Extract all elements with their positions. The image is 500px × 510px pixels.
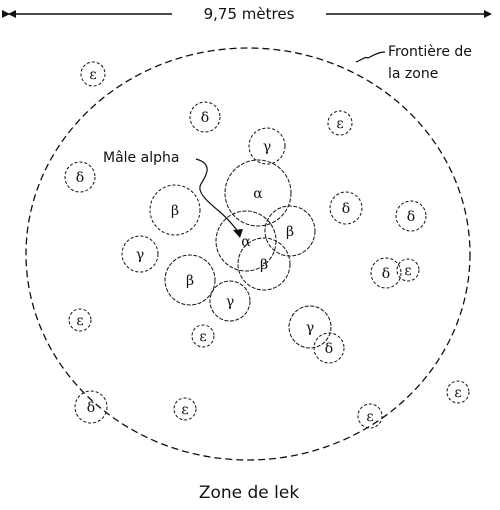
territory-delta: δ <box>74 390 108 424</box>
territory-circle <box>64 161 96 193</box>
territory-symbol: γ <box>226 294 234 310</box>
territory-symbol: β <box>186 273 194 289</box>
territory-circle <box>248 127 286 165</box>
territory-symbol: ε <box>336 116 343 132</box>
territory-delta: δ <box>395 200 427 232</box>
territory-epsilon: ε <box>80 61 106 87</box>
territory-epsilon: ε <box>191 324 215 348</box>
territory-symbol: α <box>241 234 251 250</box>
territory-beta: β <box>164 254 216 306</box>
scale-bar: 9,75 mètres <box>2 5 492 23</box>
territory-circle <box>264 205 316 257</box>
alpha-pointer-head <box>233 229 243 238</box>
territory-epsilon: ε <box>327 110 353 136</box>
territory-symbol: δ <box>382 266 390 282</box>
territory-circle <box>74 390 108 424</box>
territory-epsilon: ε <box>446 380 470 404</box>
territory-symbol: δ <box>201 110 209 126</box>
territory-delta: δ <box>370 257 402 289</box>
boundary-pointer <box>355 51 386 63</box>
territory-symbol: δ <box>407 209 415 225</box>
territory-delta: δ <box>189 101 221 133</box>
alpha-annotation: Mâle alpha <box>103 150 243 238</box>
territory-symbol: ε <box>199 329 206 345</box>
territory-beta: β <box>149 184 201 236</box>
territory-delta: δ <box>313 332 345 364</box>
boundary-label: Frontière de la zone <box>355 44 472 82</box>
territory-circle <box>164 254 216 306</box>
territory-circle <box>173 397 197 421</box>
territory-epsilon: ε <box>396 258 420 282</box>
territory-circle <box>396 258 420 282</box>
territory-circle <box>313 332 345 364</box>
territory-symbol: ε <box>454 385 461 401</box>
territory-beta: β <box>237 237 291 291</box>
territory-gamma: γ <box>121 235 159 273</box>
territory-circle <box>395 200 427 232</box>
alpha-male-label: Mâle alpha <box>103 150 179 166</box>
alpha-pointer <box>195 158 240 234</box>
territory-circle <box>357 403 383 429</box>
territory-symbol: δ <box>342 201 350 217</box>
territory-symbol: γ <box>136 247 144 263</box>
territory-symbol: ε <box>366 409 373 425</box>
territory-circle <box>224 159 292 227</box>
caption: Zone de lek <box>199 483 300 503</box>
territory-circle <box>370 257 402 289</box>
territory-circle <box>288 305 332 349</box>
territory-epsilon: ε <box>68 308 92 332</box>
territory-symbol: ε <box>76 313 83 329</box>
territory-circle <box>121 235 159 273</box>
territory-symbol: ε <box>404 263 411 279</box>
territory-gamma: γ <box>209 280 251 322</box>
territory-symbol: β <box>260 257 268 273</box>
territory-circle <box>189 101 221 133</box>
territory-circle <box>237 237 291 291</box>
territory-epsilon: ε <box>357 403 383 429</box>
boundary-label-line-1: Frontière de <box>388 44 472 60</box>
territory-circle <box>327 110 353 136</box>
territory-circle <box>80 61 106 87</box>
scale-arrowhead-left <box>8 10 16 18</box>
territory-beta: β <box>264 205 316 257</box>
lek-boundary <box>25 47 471 461</box>
territory-circle <box>68 308 92 332</box>
territory-circle <box>209 280 251 322</box>
territory-epsilon: ε <box>173 397 197 421</box>
territory-circle <box>191 324 215 348</box>
territory-symbol: β <box>171 203 179 219</box>
scale-label: 9,75 mètres <box>204 5 295 23</box>
territory-circle <box>329 191 363 225</box>
territory-symbol: δ <box>87 400 95 416</box>
territory-symbol: β <box>286 224 294 240</box>
territory-symbol: δ <box>76 170 84 186</box>
territory-symbol: α <box>253 186 263 202</box>
territory-symbol: δ <box>325 341 333 357</box>
territory-symbol: ε <box>89 67 96 83</box>
territory-circle <box>446 380 470 404</box>
territory-gamma: γ <box>288 305 332 349</box>
territory-symbol: γ <box>306 320 314 336</box>
territory-delta: δ <box>64 161 96 193</box>
territory-symbol: γ <box>263 139 271 155</box>
territory-delta: δ <box>329 191 363 225</box>
territory-circle <box>149 184 201 236</box>
boundary-label-line-2: la zone <box>388 66 438 82</box>
territory-alpha: α <box>224 159 292 227</box>
territory-symbol: ε <box>181 402 188 418</box>
territory-gamma: γ <box>248 127 286 165</box>
